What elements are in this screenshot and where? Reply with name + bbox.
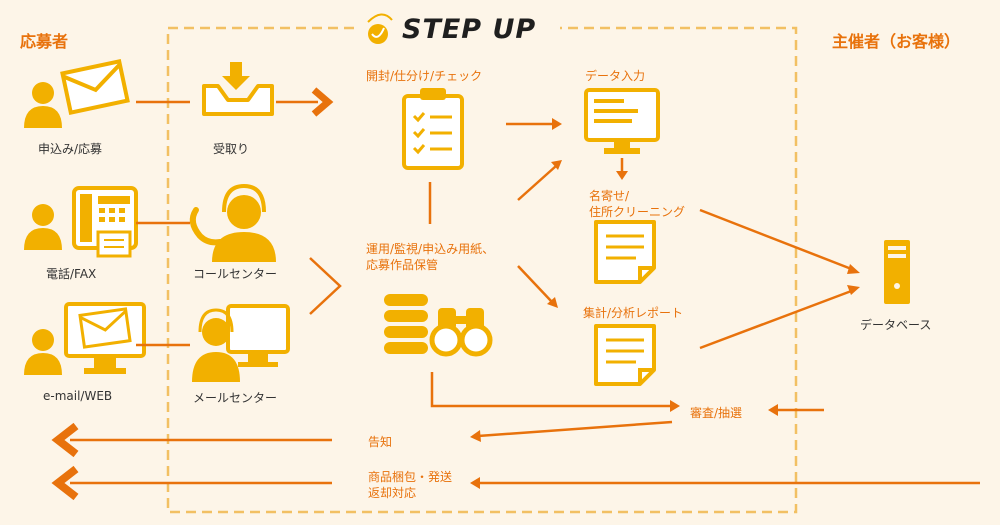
name-cleaning-label-1: 名寄せ/	[589, 189, 630, 203]
fax-machine-icon	[72, 186, 138, 258]
report-document-icon	[594, 324, 656, 386]
envelope-icon	[60, 59, 130, 115]
data-entry-monitor-icon	[584, 88, 660, 154]
apply-label: 申込み/応募	[38, 142, 103, 156]
organizer-header: 主催者（お客様）	[832, 32, 961, 51]
big-arrow-right-icon	[311, 87, 334, 117]
call-center-operator-icon	[189, 183, 276, 262]
logo-backdrop	[360, 14, 560, 44]
clipboard-checklist-icon	[402, 88, 464, 170]
name-cleaning-document-icon	[594, 220, 656, 284]
connector-lines	[70, 100, 980, 485]
judging-label: 審査/抽選	[690, 406, 743, 420]
receipt-label: 受取り	[213, 142, 250, 156]
mail-center-operator-icon	[192, 304, 290, 382]
computer-mail-icon	[64, 302, 146, 374]
chevron-right-icon	[309, 257, 342, 315]
applicant-person-icon-1	[24, 82, 62, 128]
arrowheads	[470, 118, 860, 489]
storage-database-icon	[384, 294, 428, 354]
applicant-header: 応募者	[20, 32, 69, 51]
call-center-label: コールセンター	[193, 267, 278, 281]
stepup-logo-text: STEP UP	[402, 14, 537, 45]
notice-label: 告知	[368, 435, 393, 449]
email-web-label: e-mail/WEB	[43, 389, 113, 403]
applicant-person-icon-3	[24, 329, 62, 375]
tel-fax-label: 電話/FAX	[46, 267, 97, 281]
name-cleaning-label-2: 住所クリーニング	[589, 205, 686, 219]
shipping-label-1: 商品梱包・発送	[368, 470, 453, 484]
report-label: 集計/分析レポート	[583, 306, 684, 320]
mail-center-label: メールセンター	[193, 391, 278, 405]
operation-label-1: 運用/監視/申込み用紙、	[366, 242, 495, 256]
data-entry-label: データ入力	[585, 69, 646, 83]
operation-label-2: 応募作品保管	[366, 258, 439, 272]
binoculars-icon	[429, 308, 493, 357]
big-arrow-left-icon-1	[51, 422, 79, 458]
database-label: データベース	[860, 318, 932, 332]
big-arrow-left-icon-2	[51, 465, 79, 501]
applicant-person-icon-2	[24, 204, 62, 250]
sort-check-label: 開封/仕分け/チェック	[366, 69, 483, 83]
database-server-icon	[884, 240, 910, 304]
inbox-tray-icon	[202, 62, 274, 116]
shipping-label-2: 返却対応	[368, 486, 417, 500]
stepup-logo-mark-icon	[367, 13, 393, 44]
